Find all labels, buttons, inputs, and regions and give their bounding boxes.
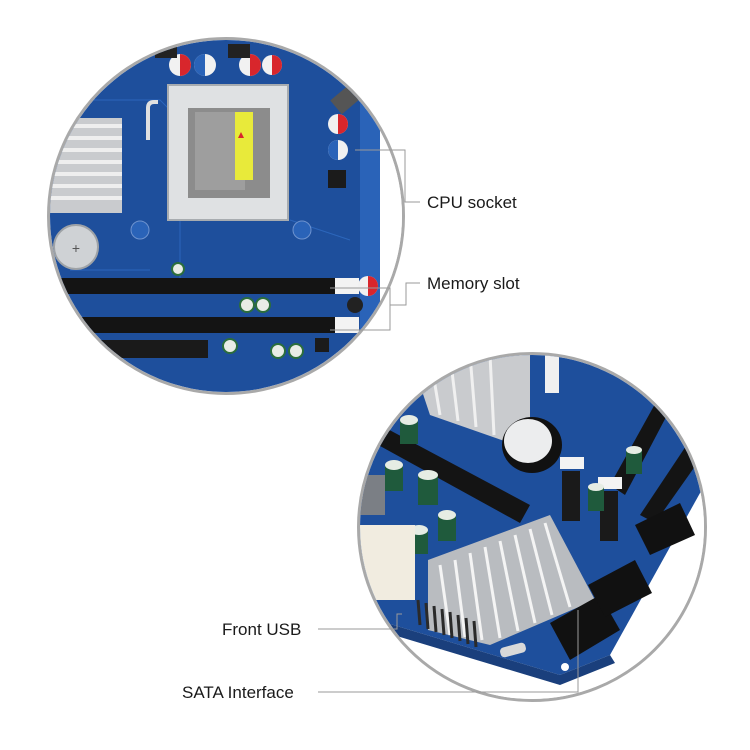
top-closeup-lens: +: [47, 37, 405, 395]
svg-text:+: +: [72, 240, 80, 256]
cpu-socket: [130, 84, 312, 240]
motherboard-top-illustration: +: [50, 40, 402, 392]
callout-label-front-usb: Front USB: [222, 620, 302, 639]
callout-label-cpu-socket: CPU socket: [427, 193, 517, 212]
callout-label-sata-interface: SATA Interface: [182, 683, 294, 702]
callout-label-memory-slot: Memory slot: [427, 274, 520, 293]
northbridge-heatsink: [50, 118, 122, 213]
cpu-heatsink: [410, 355, 559, 450]
bottom-closeup-lens: [357, 352, 707, 702]
motherboard-bottom-illustration: [360, 355, 704, 699]
ide-connector: [90, 340, 208, 358]
capacitor-row: [155, 44, 282, 76]
capacitors: [385, 415, 642, 554]
cmos-battery: [53, 224, 99, 270]
pcie-slot: [360, 425, 530, 523]
